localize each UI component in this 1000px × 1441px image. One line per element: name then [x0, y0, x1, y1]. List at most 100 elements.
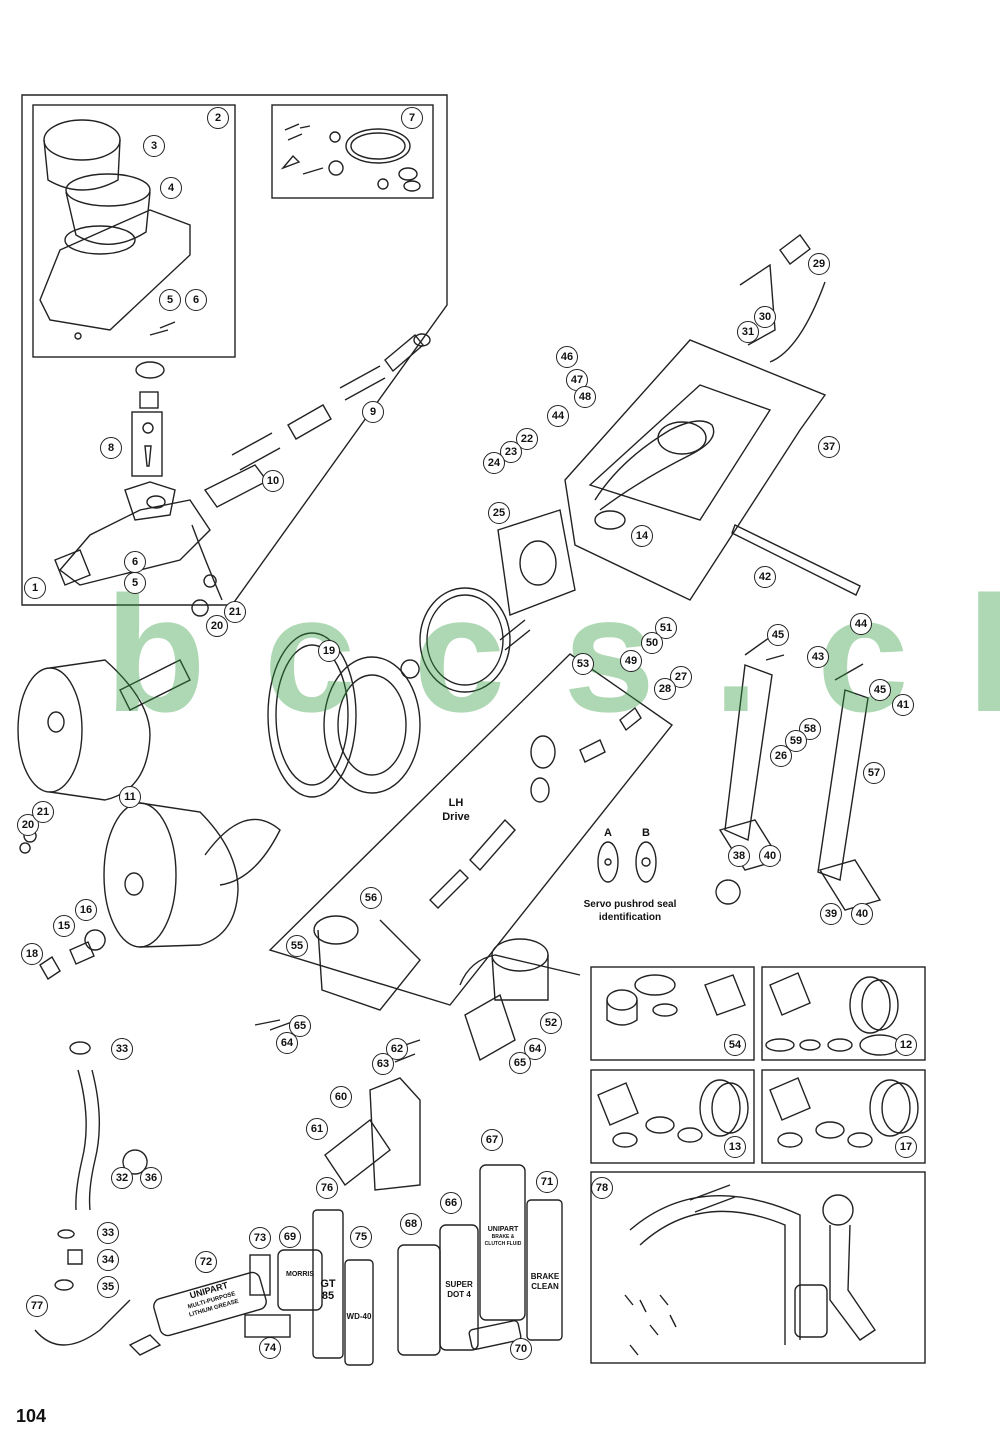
part-callout: 44 [547, 405, 569, 427]
reservoir-illustration [39, 119, 191, 340]
master-cylinder-panel [21, 94, 448, 606]
part-callout: 46 [556, 346, 578, 368]
part-callout: 50 [641, 632, 663, 654]
part-callout: 24 [483, 452, 505, 474]
part-callout: 69 [279, 1226, 301, 1248]
master-cylinder-illustration [54, 333, 431, 617]
seal-identification-illustration [597, 841, 657, 883]
wd40-label: WD-40 [346, 1312, 372, 1321]
part-callout: 13 [724, 1136, 746, 1158]
part-callout: 43 [807, 646, 829, 668]
part-callout: 64 [276, 1032, 298, 1054]
part-callout: 15 [53, 915, 75, 937]
part-callout: 28 [654, 678, 676, 700]
servo-illustration [17, 587, 531, 980]
lh-drive-line1: LH [448, 797, 464, 809]
repair-kit-illustrations [597, 972, 919, 1148]
part-callout: 67 [481, 1129, 503, 1151]
part-callout: 48 [574, 386, 596, 408]
pedal-box-illustration [497, 234, 861, 616]
part-callout: 52 [540, 1012, 562, 1034]
part-callout: 41 [892, 694, 914, 716]
part-callout: 23 [500, 441, 522, 463]
brake-fluid-desc: BRAKE & CLUTCH FLUID [484, 1234, 522, 1247]
seal-caption-line2: identification [598, 912, 662, 923]
gt85-label: GT 85 [320, 1278, 336, 1302]
part-callout: 40 [759, 845, 781, 867]
part-callout: 57 [863, 762, 885, 784]
part-callout: 42 [754, 566, 776, 588]
part-callout: 66 [440, 1192, 462, 1214]
part-callout: 38 [728, 845, 750, 867]
part-callout: 10 [262, 470, 284, 492]
part-callout: 63 [372, 1053, 394, 1075]
part-callout: 20 [206, 615, 228, 637]
part-callout: 4 [160, 177, 182, 199]
part-callout: 5 [124, 572, 146, 594]
part-callout: 31 [737, 321, 759, 343]
part-callout: 40 [851, 903, 873, 925]
brake-fluid-label: UNIPART BRAKE & CLUTCH FLUID [481, 1225, 525, 1248]
part-callout: 26 [770, 745, 792, 767]
part-callout: 32 [111, 1167, 133, 1189]
part-callout: 74 [259, 1337, 281, 1359]
part-callout: 34 [97, 1249, 119, 1271]
part-callout: 14 [631, 525, 653, 547]
clutch-bracket-illustration [254, 1019, 421, 1191]
part-callout: 51 [655, 617, 677, 639]
part-callout: 37 [818, 436, 840, 458]
seal-a-label: A [604, 827, 612, 839]
part-callout: 6 [124, 551, 146, 573]
part-callout: 62 [386, 1038, 408, 1060]
part-callout: 47 [566, 369, 588, 391]
part-callout: 59 [785, 730, 807, 752]
part-callout: 21 [32, 801, 54, 823]
part-callout: 70 [510, 1338, 532, 1360]
part-callout: 55 [286, 935, 308, 957]
part-callout: 65 [509, 1052, 531, 1074]
seal-caption: Servo pushrod seal identification [580, 898, 680, 924]
part-callout: 39 [820, 903, 842, 925]
part-callout: 73 [249, 1227, 271, 1249]
repair-kit-panels [590, 966, 926, 1364]
part-callout: 8 [100, 437, 122, 459]
lh-drive-cylinder-illustration [313, 706, 642, 1062]
part-callout: 56 [360, 887, 382, 909]
part-callout: 35 [97, 1276, 119, 1298]
part-callout: 1 [24, 577, 46, 599]
part-callout: 78 [591, 1177, 613, 1199]
part-callout: 2 [207, 107, 229, 129]
part-callout: 9 [362, 401, 384, 423]
part-callout: 21 [224, 601, 246, 623]
part-callout: 12 [895, 1034, 917, 1056]
seal-kit-illustration [280, 123, 421, 192]
lh-drive-line2: Drive [442, 811, 470, 823]
part-callout: 49 [620, 650, 642, 672]
copper-grease-label: MORRIS [286, 1271, 314, 1278]
part-callout: 65 [289, 1015, 311, 1037]
super-dot4-label: SUPER DOT 4 [445, 1280, 473, 1299]
part-callout: 7 [401, 107, 423, 129]
part-callout: 36 [140, 1167, 162, 1189]
part-callout: 18 [21, 943, 43, 965]
part-callout: 72 [195, 1251, 217, 1273]
consumables-illustration [153, 1164, 563, 1366]
part-callout: 76 [316, 1177, 338, 1199]
part-callout: 77 [26, 1295, 48, 1317]
part-callout: 53 [572, 653, 594, 675]
brake-fluid-brand: UNIPART [487, 1226, 519, 1233]
seal-b-label: B [642, 827, 650, 839]
part-callout: 33 [97, 1222, 119, 1244]
part-callout: 60 [330, 1086, 352, 1108]
part-callout: 22 [516, 428, 538, 450]
lh-drive-panel [268, 653, 674, 1006]
part-callout: 33 [111, 1038, 133, 1060]
part-callout: 45 [767, 624, 789, 646]
brake-clean-label: BRAKE CLEAN [530, 1272, 560, 1291]
part-callout: 20 [17, 814, 39, 836]
part-callout: 45 [869, 679, 891, 701]
part-callout: 29 [808, 253, 830, 275]
part-callout: 64 [524, 1038, 546, 1060]
seal-caption-line1: Servo pushrod seal [583, 899, 677, 910]
lh-drive-label: LH Drive [436, 796, 476, 824]
